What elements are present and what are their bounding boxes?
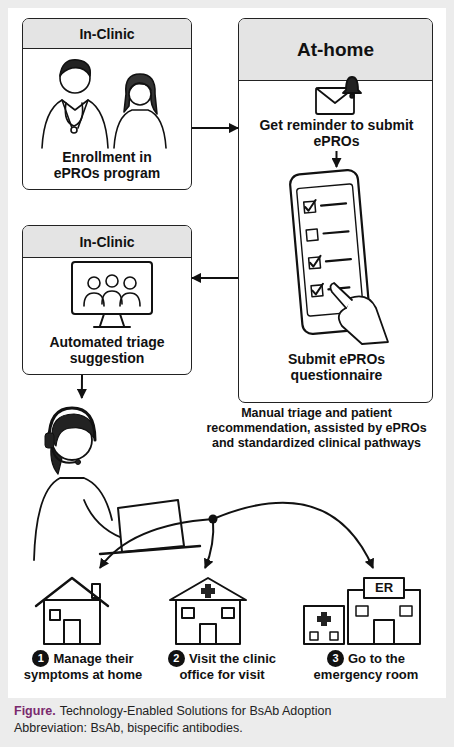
phone-checklist-icon (289, 169, 388, 344)
reminder-step: Get reminder to submit ePROs (247, 83, 426, 151)
callout-number: 3 (327, 650, 344, 667)
clinic-box: In-ClinicEnrollment in ePROs program (22, 18, 192, 190)
flow-arrow (192, 277, 238, 279)
doctor-patient-icon (42, 60, 166, 148)
callout-number: 1 (32, 650, 49, 667)
outcome-text: 1Manage their symptoms at home (22, 650, 144, 682)
questionnaire-step: Submit ePROs questionnaire (247, 167, 426, 395)
outcome-text: 3Go to the emergency room (300, 650, 432, 682)
triage-agent-icon (34, 408, 200, 560)
sign-text: ER (364, 578, 404, 598)
monitor-team-icon (72, 262, 152, 327)
header-band: In-Clinic (23, 226, 191, 258)
outcome-option: 2Visit the clinic office for visit (152, 568, 292, 695)
home-box: At-homeGet reminder to submit ePROsSubmi… (238, 18, 433, 403)
outcome-option: 3Go to the emergency room (296, 568, 436, 695)
flow-arrow (205, 519, 213, 568)
flow-arrow (81, 375, 83, 398)
figure-caption: Technology-Enabled Solutions for BsAb Ad… (60, 704, 332, 718)
step-label: Submit ePROs questionnaire (247, 351, 426, 383)
outcome-text: 2Visit the clinic office for visit (156, 650, 288, 682)
header-band: At-home (239, 19, 432, 81)
callout-number: 2 (168, 650, 185, 667)
house-icon (36, 578, 108, 644)
outcome-option: 1Manage their symptoms at home (18, 568, 148, 695)
box-label: Automated triage suggestion (43, 334, 171, 366)
caption-prefix: Figure. (14, 704, 56, 718)
clinic-icon (170, 578, 246, 644)
caption-block: Figure. Technology-Enabled Solutions for … (14, 703, 444, 737)
flow-arrow (336, 151, 338, 167)
header-band: In-Clinic (23, 19, 191, 49)
clinic-box: In-ClinicAutomated triage suggestion (22, 225, 192, 375)
caption-line: Figure. Technology-Enabled Solutions for … (14, 703, 444, 720)
step-label: Manual triage and patient recommendation… (198, 406, 435, 451)
flow-arrow (100, 519, 213, 568)
flow-arrow (213, 503, 373, 568)
junction-dot (208, 515, 217, 524)
step-label: Get reminder to submit ePROs (247, 117, 426, 149)
flow-arrow (192, 127, 238, 129)
box-label: Enrollment in ePROs program (43, 149, 171, 181)
abbreviation-note: Abbreviation: BsAb, bispecific antibodie… (14, 720, 444, 737)
emergency-room-icon (304, 578, 420, 644)
envelope-bell-icon (316, 77, 361, 114)
outcome-label: Visit the clinic office for visit (179, 651, 276, 682)
triage-step: Manual triage and patient recommendation… (20, 398, 435, 519)
